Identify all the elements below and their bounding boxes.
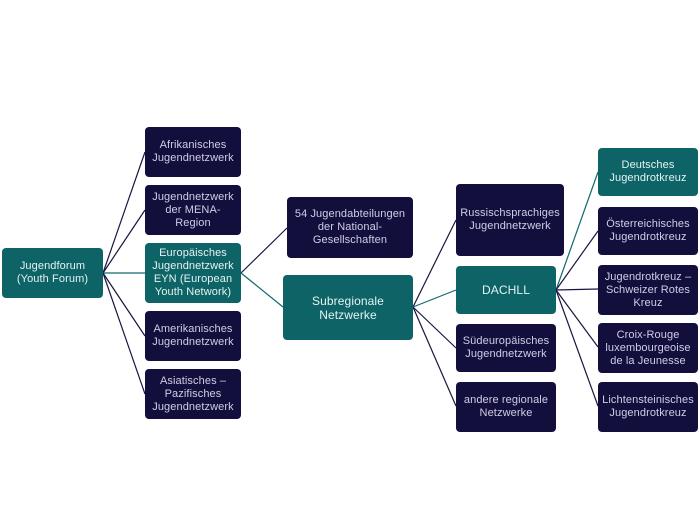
link-dachll-luxemburg [555, 289, 599, 348]
node-russischsprachiges-jugendnetzwerk[interactable]: Russischsprachiges Jugendnetzwerk [456, 184, 564, 256]
node-afrikanisches-jugendnetzwerk[interactable]: Afrikanisches Jugendnetzwerk [145, 127, 241, 177]
node-54-jugendabteilungen[interactable]: 54 Jugendabteilungen der National- Gesel… [287, 197, 413, 258]
link-dachll-oesterreich [555, 230, 599, 291]
node-amerikanisches-jugendnetzwerk[interactable]: Amerikanisches Jugendnetzwerk [145, 311, 241, 361]
link-subregionale-russisch [412, 219, 457, 308]
node-deutsches-jugendrotkreuz[interactable]: Deutsches Jugendrotkreuz [598, 148, 698, 196]
link-root-afrikanisch [102, 151, 146, 274]
link-root-mena [102, 209, 146, 274]
link-root-amerikanisch [102, 272, 146, 337]
link-root-asiatisch [102, 272, 146, 395]
node-dachll[interactable]: DACHLL [456, 266, 556, 314]
node-jugendnetzwerk-mena[interactable]: Jugendnetzwerk der MENA-Region [145, 185, 241, 235]
node-asiatisches-pazifisches-jugendnetzwerk[interactable]: Asiatisches – Pazifisches Jugendnetzwerk [145, 369, 241, 419]
node-europaeisches-jugendnetzwerk[interactable]: Europäisches Jugendnetzwerk EYN (Europea… [145, 243, 241, 303]
node-suedeuropaeisches-jugendnetzwerk[interactable]: Südeuropäisches Jugendnetzwerk [456, 324, 556, 372]
node-andere-regionale-netzwerke[interactable]: andere regionale Netzwerke [456, 382, 556, 432]
link-dachll-liechtenstein [555, 289, 599, 407]
link-subregionale-andere [412, 306, 457, 407]
node-lichtensteinisches-jugendrotkreuz[interactable]: Lichtensteinisches Jugendrotkreuz [598, 382, 698, 432]
root-node-jugendforum[interactable]: Jugendforum (Youth Forum) [2, 248, 103, 298]
link-dachll-deutsch [555, 171, 599, 291]
node-jugendrotkreuz-schweizer-rotes-kreuz[interactable]: Jugendrotkreuz – Schweizer Rotes Kreuz [598, 265, 698, 315]
link-dachll-schweiz [555, 288, 599, 291]
link-subregionale-dachll [412, 289, 457, 308]
node-oesterreichisches-jugendrotkreuz[interactable]: Österreichisches Jugendrotkreuz [598, 207, 698, 255]
node-subregionale-netzwerke[interactable]: Subregionale Netzwerke [283, 275, 413, 340]
link-eyn-jugendabteilungen [240, 227, 288, 274]
link-subregionale-suedeuropa [412, 306, 457, 349]
node-croix-rouge-luxembourgeoise[interactable]: Croix-Rouge luxembourgeoise de la Jeunes… [598, 323, 698, 373]
link-eyn-subregionale [240, 272, 284, 308]
